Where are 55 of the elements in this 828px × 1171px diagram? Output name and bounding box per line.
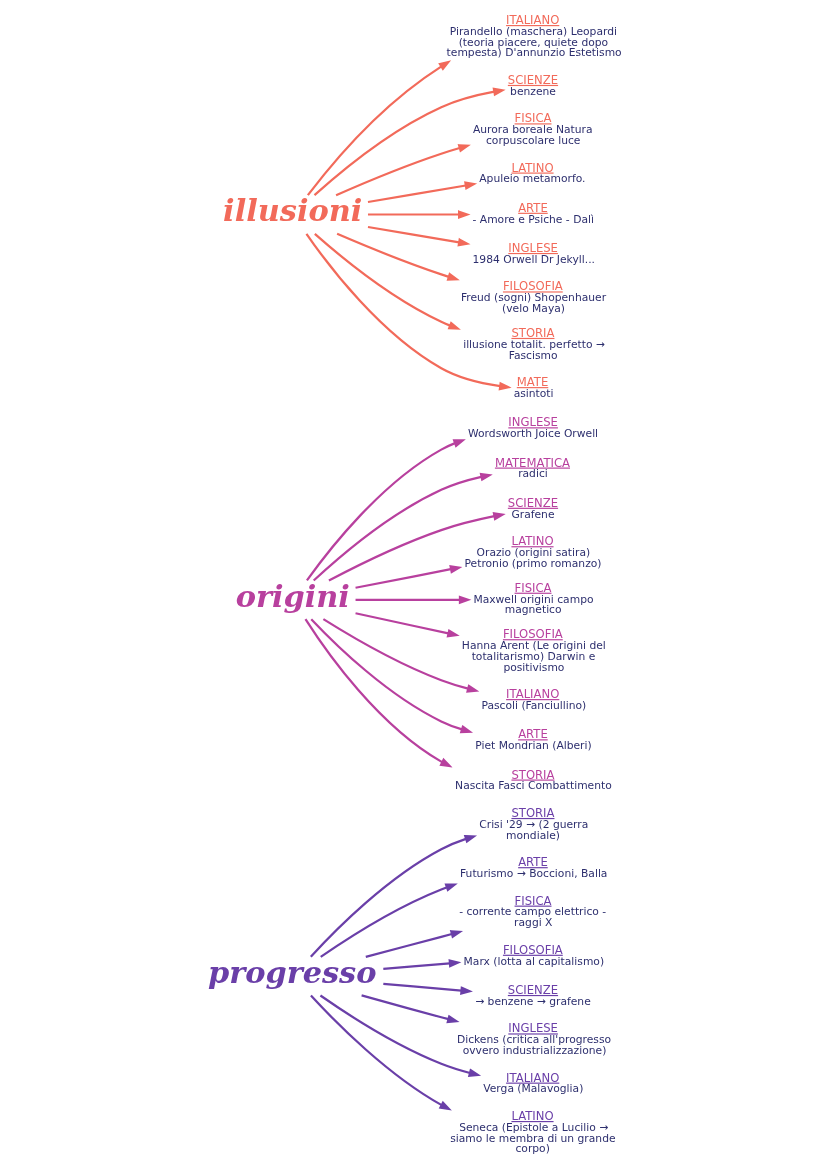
node-text: ITALIANO Pascoli (Fanciullino) <box>481 687 587 712</box>
arrow <box>304 618 453 768</box>
node-text: FILOSOFIA Freud (sogni) Shopenhauer (velo Maya) <box>460 279 607 316</box>
node-text: LATINO Orazio (origini satira) Petronio (primo romanzo) <box>464 534 602 570</box>
node-text: ARTE Futurismo → Boccioni, Balla <box>460 855 608 881</box>
arrow <box>336 232 460 281</box>
node-text: ITALIANO Pirandello (maschera) Leopardi (teoria piacere, quiete dopo tempesta) D'annunzio Estetismo <box>446 13 622 60</box>
node-text: INGLESE 1984 Orwell Dr Jekyll... <box>472 240 595 266</box>
arrow <box>368 210 471 219</box>
arrow <box>306 439 466 582</box>
arrow <box>355 565 463 589</box>
arrow <box>310 994 452 1111</box>
arrow <box>322 618 480 693</box>
arrow <box>367 225 471 247</box>
arrow <box>365 930 464 958</box>
arrow <box>383 959 462 970</box>
arrow <box>355 595 472 605</box>
node-text: SCIENZE benzene <box>507 72 559 98</box>
node-text: FISICA Maxwell origini campo magnetico <box>473 580 594 617</box>
node-text: STORIA Nascita Fasci Combattimento <box>455 767 612 793</box>
node-text: FISICA Aurora boreale Natura corpuscolare luce <box>473 111 593 147</box>
arrow <box>319 994 482 1077</box>
arrow <box>328 512 506 582</box>
arrow <box>320 883 458 958</box>
arrow <box>355 612 460 638</box>
arrow <box>307 60 452 196</box>
node-text: LATINO Seneca (Epistole a Lucilio → siamo le membra di un grande corpo) <box>450 1109 616 1156</box>
node-text: origini <box>235 577 350 614</box>
node-text: illusioni <box>223 192 363 229</box>
node-text: ITALIANO Verga (Malavoglia) <box>483 1070 584 1096</box>
node-text: MATE asintoti <box>513 375 554 400</box>
node-text: STORIA Crisi '29 → (2 guerra mondiale) <box>479 805 589 842</box>
node-text: LATINO Apuleio metamorfo. <box>479 160 586 186</box>
node-text: SCIENZE Grafene <box>507 495 559 521</box>
arrow <box>313 87 506 196</box>
arrow <box>314 233 461 330</box>
arrow <box>335 144 471 197</box>
node-text: MATEMATICA radici <box>494 455 571 481</box>
node-text: ARTE - Amore e Psiche - Dalì <box>472 200 594 226</box>
node-text: FILOSOFIA Hanna Arent (Le origini del totalitarismo) Darwin e positivismo <box>461 627 606 674</box>
node-text: FILOSOFIA Marx (lotta al capitalismo) <box>463 942 605 968</box>
node-text: FISICA - corrente campo elettrico - raggi X <box>459 893 607 930</box>
arrow <box>383 982 473 995</box>
arrow <box>305 233 512 391</box>
arrow <box>310 618 474 734</box>
arrow <box>361 994 460 1024</box>
node-text: SCIENZE → benzene → grafene <box>475 982 591 1008</box>
arrow <box>312 472 493 582</box>
node-text: INGLESE Wordsworth Joice Orwell <box>468 415 599 441</box>
node-text: INGLESE Dickens (critica all'progresso ovvero industrializzazione) <box>456 1021 612 1058</box>
arrow <box>310 834 478 958</box>
arrow <box>367 181 478 204</box>
node-text: STORIA illusione totalit. perfetto → Fascismo <box>463 325 605 362</box>
node-text: progresso <box>207 954 377 991</box>
node-text: ARTE Piet Mondrian (Alberi) <box>475 727 592 753</box>
